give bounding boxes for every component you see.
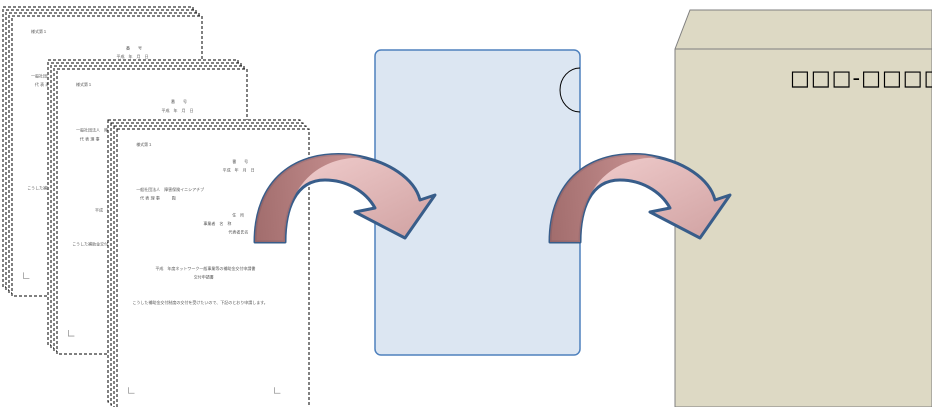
document-text-line: 交付申請書 (194, 273, 214, 279)
document-text-line: 番 号 (171, 98, 187, 104)
document-text-line: 様式第１ (31, 28, 47, 34)
document-text-line: こうした補助金交付制度の交付を受けたいので、下記のとおり申請します。 (132, 299, 267, 305)
document-text-line: 平成 年 月 日 (162, 107, 194, 113)
document-text-line: 一般社団法人 障害保険イニシアチブ (136, 186, 204, 192)
document-text-line: 様式第１ (76, 81, 92, 87)
document-text-line: 事業者 名 称 (203, 220, 231, 226)
document-text-line: 平成 年 月 日 (223, 166, 255, 172)
document-text-line: 平成 年度ネットワーク一般事業等の補助金交付申請書 (155, 265, 255, 271)
document-text-line: 様式第１ (136, 141, 152, 147)
envelope-label: □□□-□□□□ (790, 63, 932, 93)
document-text-line: 住 所 (232, 211, 244, 217)
document-text-line: 代 表 理 事 殿 (140, 195, 176, 201)
document-text-line: 代表者氏名 (228, 228, 248, 234)
document-text-line: 平成 年 月 日 (117, 53, 149, 59)
document-text-line: 番 号 (126, 45, 142, 51)
document-text-line: 番 号 (232, 158, 248, 164)
